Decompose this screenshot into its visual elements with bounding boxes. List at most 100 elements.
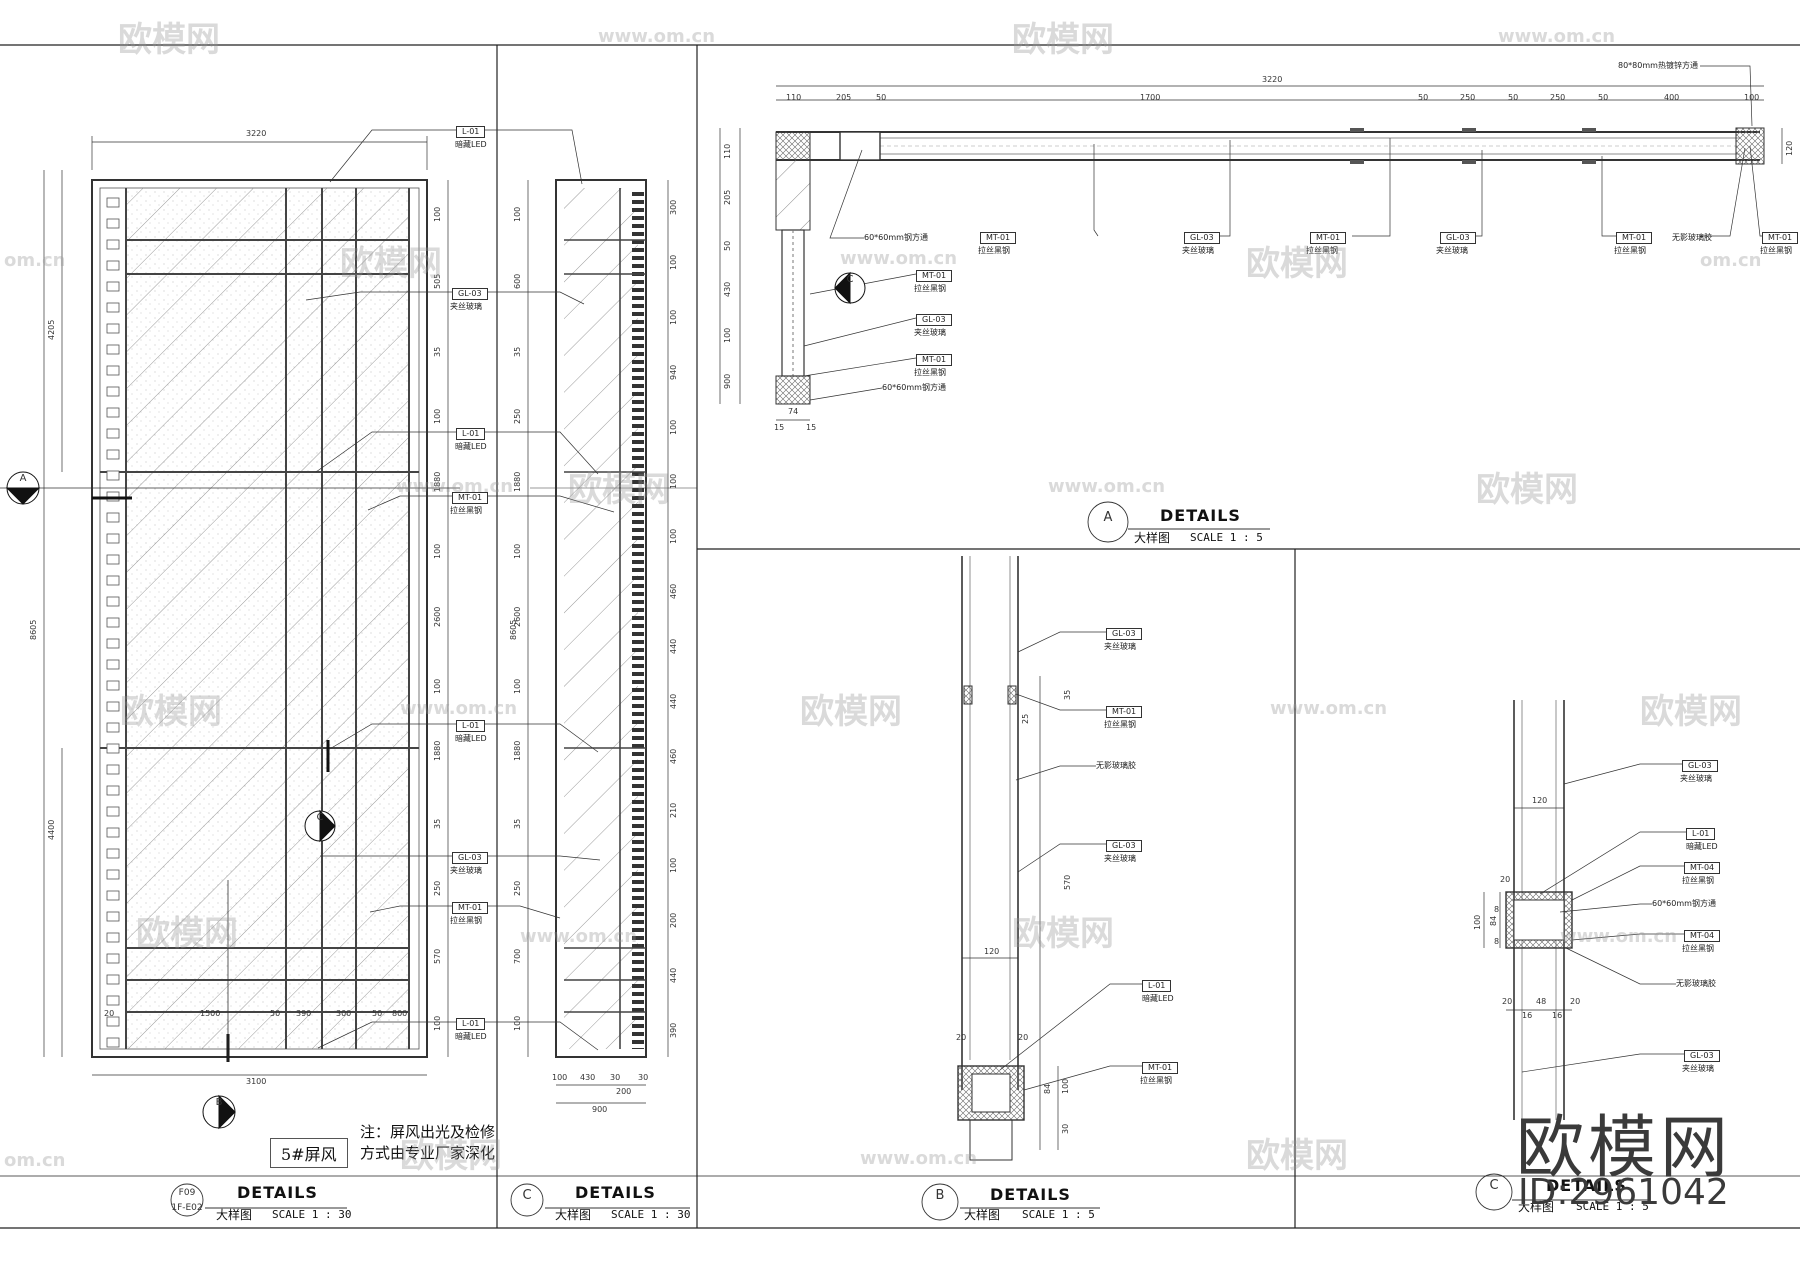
leader-line — [456, 723, 599, 753]
sec-c-l01-sub: 暗藏LED — [1686, 842, 1718, 851]
plan-a-bottom-3: 15 — [806, 423, 817, 432]
leader-line — [1023, 1065, 1142, 1091]
plan-a-left-dim-2: 205 — [723, 189, 732, 205]
elev-bottom-dim-7: 800 — [392, 1009, 408, 1018]
elev-bottom-dim-2: 1500 — [200, 1009, 221, 1018]
side-row-dim-11: 250 — [513, 881, 522, 897]
elev-bottom-dim-1: 20 — [104, 1009, 115, 1018]
leader-line — [999, 983, 1142, 1071]
side-row-dim-4: 250 — [513, 408, 522, 425]
plan-a-seg-8: 250 — [1550, 93, 1566, 102]
watermark-logo: 欧模网 — [340, 244, 442, 284]
plan-a-gl03-b: GL-03 — [1440, 232, 1476, 244]
led-slot — [106, 953, 120, 964]
elev-tag-l01-mid-sub: 暗藏LED — [455, 442, 487, 451]
elev-tag-gl03-low-sub: 夹丝玻璃 — [450, 866, 482, 875]
led-slot — [106, 638, 120, 649]
sec-b-dim-5: 20 — [956, 1033, 967, 1042]
led-slot — [106, 785, 120, 796]
sec-b-dim-7: 84 — [1043, 1083, 1052, 1094]
brand-logo: 欧模网 — [1516, 1109, 1733, 1188]
plan-a-mt01-b: MT-01 — [1310, 232, 1347, 244]
elev-bottom-dim-5: 300 — [336, 1009, 352, 1018]
side-bottom-1: 100 — [552, 1073, 568, 1082]
led-slot — [106, 197, 120, 208]
elev-tag-l01-top-sub: 暗藏LED — [455, 140, 487, 149]
plan-a-seg-11: 100 — [1744, 93, 1760, 102]
elev-row-dim-13: 100 — [433, 1015, 442, 1032]
side-right-dim-11: 460 — [669, 748, 678, 764]
led-slot — [106, 680, 120, 691]
sec-c-glue: 无影玻璃胶 — [1676, 979, 1716, 988]
plan-a-bottom-1: 15 — [774, 423, 785, 432]
leader-line — [1565, 947, 1676, 985]
watermark-url: www.om.cn — [1560, 926, 1678, 947]
led-slot — [106, 659, 120, 670]
elev-row-dim-8: 100 — [433, 678, 442, 694]
sec-b-dim-8: 100 — [1061, 1078, 1070, 1094]
plan-a-seg-1: 110 — [786, 93, 802, 102]
sec-b-gl03-top-sub: 夹丝玻璃 — [1104, 642, 1136, 651]
plan-a-gl03-a: GL-03 — [1184, 232, 1220, 244]
watermark-logo: 欧模网 — [400, 1136, 502, 1176]
p2-scale: SCALE 1 : 30 — [611, 1208, 691, 1221]
plan-a-mt01-b-sub: 拉丝黑钢 — [1306, 246, 1338, 255]
elev-row-dim-7: 2600 — [433, 606, 442, 627]
sec-b-dim-9: 30 — [1061, 1123, 1070, 1134]
leader-line — [1700, 147, 1746, 237]
plan-a-mt01-f: MT-01 — [916, 354, 953, 366]
led-slot — [106, 533, 120, 544]
sec-c-l01: L-01 — [1686, 828, 1716, 840]
leader-line — [1749, 145, 1762, 237]
sec-b-gl03-mid: GL-03 — [1106, 840, 1142, 852]
side-right-dim-9: 440 — [669, 638, 678, 654]
leader-line — [829, 149, 864, 239]
plan-a-glue: 无影玻璃胶 — [1672, 233, 1712, 242]
plan-a-seg-5: 50 — [1418, 93, 1429, 102]
section-mark-b-label: B — [215, 1097, 223, 1108]
p1-bubble-bottom: 1F-E02 — [171, 1203, 203, 1213]
led-slot — [106, 701, 120, 712]
watermark-logo: 欧模网 — [120, 692, 222, 732]
watermark-url: www.om.cn — [840, 248, 958, 269]
led-slot — [106, 428, 120, 439]
sec-c-dim-2: 20 — [1500, 875, 1511, 884]
plan-a-mt01-a-sub: 拉丝黑钢 — [978, 246, 1010, 255]
plan-a-seg-10: 400 — [1664, 93, 1680, 102]
section-mark-c2-label: C — [846, 274, 854, 285]
sec-c-dim-7: 20 — [1502, 997, 1513, 1006]
side-row-dim-7: 2600 — [513, 606, 522, 627]
watermark-url: www.om.cn — [1048, 476, 1166, 497]
elev-tag-l01-low: L-01 — [456, 720, 486, 732]
leader-line — [803, 317, 917, 347]
leader-line — [1571, 865, 1684, 901]
plan-a-gl03-c: GL-03 — [916, 314, 952, 326]
elev-tag-mt01-low: MT-01 — [452, 902, 489, 914]
watermark-url-partial: om.cn — [4, 1150, 66, 1171]
elev-row-dim-3: 35 — [433, 346, 442, 357]
elev-tag-gl03: GL-03 — [452, 288, 488, 300]
led-slot — [106, 260, 120, 271]
watermark-url: www.om.cn — [396, 476, 514, 497]
led-slot — [106, 911, 120, 922]
plan-a-gl03-c-sub: 夹丝玻璃 — [914, 328, 946, 337]
leader-line — [317, 1021, 456, 1049]
p2-bubble: C — [522, 1188, 532, 1203]
watermark-url: www.om.cn — [1270, 698, 1388, 719]
pb-title: DETAILS — [990, 1185, 1071, 1204]
watermark-url-partial: om.cn — [1700, 250, 1762, 271]
plan-a-mt01-f-sub: 拉丝黑钢 — [914, 368, 946, 377]
leader-line — [1015, 765, 1096, 781]
sec-b-gl03-top: GL-03 — [1106, 628, 1142, 640]
section-mark-c-label: C — [316, 812, 324, 823]
side-right-dim-6: 100 — [669, 474, 678, 490]
front-elevation — [0, 136, 460, 1076]
side-right-dim-8: 460 — [669, 583, 678, 600]
plan-a-mt01-a: MT-01 — [980, 232, 1017, 244]
brand-id: ID:2961042 — [1518, 1172, 1729, 1213]
plan-a-tube60-top: 60*60mm钢方通 — [864, 233, 928, 242]
led-slot — [106, 281, 120, 292]
sec-c-dim-3: 8 — [1494, 905, 1500, 914]
elev-row-dim-9: 1880 — [433, 741, 442, 762]
